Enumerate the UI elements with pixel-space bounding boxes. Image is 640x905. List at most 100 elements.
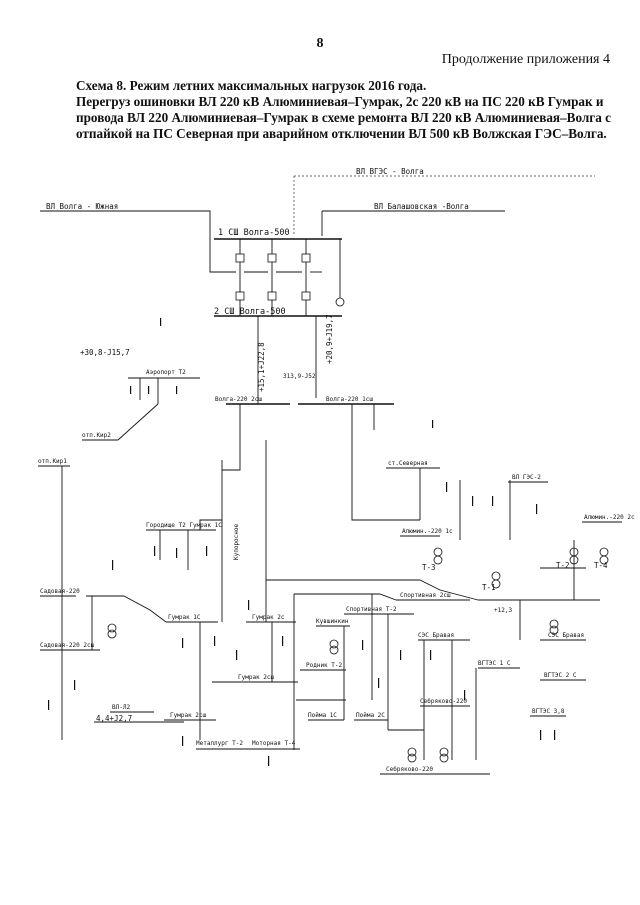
breaker-icon bbox=[301, 253, 311, 263]
sadovaya2-label: Садовая-220 2сш bbox=[40, 642, 95, 649]
t4-label: Т-4 bbox=[594, 561, 608, 570]
gumrak2c-label: Гумрак 2с bbox=[252, 614, 285, 621]
station-vl-l2: ВЛ-Л2 4,4+J2,7 bbox=[94, 704, 184, 723]
sportivnaya2-label: Спортивная 2сш bbox=[400, 592, 451, 599]
vgtes2-label: ВГТЭС 2 С bbox=[544, 672, 577, 679]
otp-kir2-label: отп.Кир2 bbox=[82, 432, 111, 439]
scheme-caption: Схема 8. Режим летних максимальных нагру… bbox=[76, 78, 616, 142]
transformer-icon bbox=[549, 619, 559, 629]
flow-at-label: 313,9-J52 bbox=[283, 373, 316, 380]
transformer-icon bbox=[491, 579, 501, 589]
alyum1c-label: Алюмин.-220 1с bbox=[402, 528, 453, 535]
vges2-label: ВЛ ГЭС-2 bbox=[512, 474, 541, 481]
vgtes1-label: ВГТЭС 1 С bbox=[478, 660, 511, 667]
line-volga-yuzhnaya-label: ВЛ Волга - Южная bbox=[46, 202, 118, 211]
gorodishche-label: Городище Т2 Гумрак 1С bbox=[146, 522, 222, 529]
page-number: 8 bbox=[316, 36, 324, 51]
kuporosnoe-label: Купоросное bbox=[233, 523, 240, 560]
transformer-icon bbox=[329, 645, 339, 655]
line-vges-volga-label: ВЛ ВГЭС - Волга bbox=[356, 167, 424, 176]
flow-at1-label: +15,1+J22,8 bbox=[257, 342, 266, 392]
t1-label: Т-1 bbox=[482, 583, 496, 592]
bus-1-label: 1 СШ Волга-500 bbox=[218, 228, 290, 238]
otp-kir1-label: отп.Кир1 bbox=[38, 458, 67, 465]
caption-title: Схема 8. Режим летних максимальных нагру… bbox=[76, 78, 427, 93]
gumrak-bus-label: Гумрак 2сш bbox=[238, 674, 275, 681]
station-alyuminievaya: Алюмин.-220 2с Алюмин.-220 1с Т-3 Т-1 Т-… bbox=[400, 514, 635, 640]
bus-volga220-2-label: Волга-220 2сш bbox=[215, 396, 262, 403]
station-gorodishche: Городище Т2 Гумрак 1С Купоросное bbox=[146, 522, 240, 570]
flow-sev-label: +12,3 bbox=[494, 607, 512, 614]
flow-gumrak-label: 4,4+J2,7 bbox=[96, 714, 132, 723]
rodnik-label: Родник Т-2 bbox=[306, 662, 343, 669]
station-severnaya: ст.Северная bbox=[386, 460, 511, 540]
breaker-icon bbox=[235, 291, 245, 301]
vl-l2-label: ВЛ-Л2 bbox=[112, 704, 130, 711]
sportivnaya-label: Спортивная Т-2 bbox=[346, 606, 397, 613]
reactor-icon bbox=[335, 297, 345, 307]
station-sadovaya: Садовая-220 Садовая-220 2сш bbox=[40, 588, 124, 740]
breaker-icon bbox=[267, 291, 277, 301]
station-ses-bravaya: СЭС Бравая СЭС Бравая bbox=[418, 619, 586, 641]
line-vges-volga: ВЛ ВГЭС - Волга bbox=[293, 167, 595, 236]
flow-west-label: +30,8-J15,7 bbox=[80, 348, 130, 357]
transformer-icon bbox=[407, 747, 417, 757]
severnaya-label: ст.Северная bbox=[388, 460, 428, 467]
bus-volga220-1-label: Волга-220 1сш bbox=[326, 396, 373, 403]
t3-label: Т-3 bbox=[422, 563, 436, 572]
breaker-icon bbox=[235, 253, 245, 263]
t2-label: Т-2 bbox=[556, 561, 570, 570]
station-sportivnaya: Спортивная Т-2 Спортивная 2сш Кувшинкин … bbox=[293, 592, 470, 750]
transformer-icon bbox=[433, 555, 443, 565]
breaker-icon bbox=[267, 253, 277, 263]
metallurg-label: Металлург Т-2 bbox=[196, 740, 243, 747]
appendix-label: Продолжение приложения 4 bbox=[441, 52, 610, 67]
line-volga-yuzhnaya: ВЛ Волга - Южная bbox=[40, 202, 236, 273]
breaker-icon bbox=[301, 291, 311, 301]
gumrak1c-label: Гумрак 1С bbox=[168, 614, 201, 621]
station-vgtes: ВГТЭС 1 С ВГТЭС 2 С ВГТЭС 3,8 bbox=[423, 640, 586, 760]
ses-bravaya-label: СЭС Бравая bbox=[548, 632, 584, 639]
interconnecting-lines: +12,3 bbox=[61, 403, 512, 731]
flow-at2-label: +20,9+J19,7 bbox=[325, 314, 334, 364]
transformer-icon bbox=[491, 571, 501, 581]
bus-2-label: 2 СШ Волга-500 bbox=[214, 307, 286, 317]
station-otp-kir2: отп.Кир2 bbox=[82, 432, 118, 441]
transformer-icon bbox=[329, 639, 339, 649]
transformer-icon bbox=[439, 747, 449, 757]
vgtes3-label: ВГТЭС 3,8 bbox=[532, 708, 565, 715]
kuvshinkin-label: Кувшинкин bbox=[316, 618, 349, 625]
transformer-icon bbox=[599, 555, 609, 565]
gumrak2-label: Гумрак 2сш bbox=[170, 712, 207, 719]
bus-volga-220: Волга-220 2сш Волга-220 1сш bbox=[215, 396, 394, 440]
transformer-icon bbox=[439, 753, 449, 763]
transformer-icon bbox=[549, 625, 559, 635]
line-balashovskaya-volga: ВЛ Балашовская -Волга bbox=[321, 202, 505, 236]
autotransformer-feeders: 2 СШ Волга-500 +15,1+J22,8 +20,9+J19,7 3… bbox=[80, 314, 334, 404]
transformer-icon bbox=[433, 547, 443, 557]
value-marks bbox=[48, 318, 556, 766]
bus-2-volga-500: 2 СШ Волга-500 bbox=[214, 307, 342, 317]
poyma2-label: Пойма 2С bbox=[356, 712, 385, 719]
station-aeroport: Аэропорт Т2 bbox=[128, 369, 200, 404]
station-vges: ВЛ ГЭС-2 bbox=[508, 474, 548, 483]
aeroport-label: Аэропорт Т2 bbox=[146, 369, 186, 376]
motornaya-label: Моторная Т-4 bbox=[252, 740, 296, 747]
breaker-bays bbox=[235, 239, 345, 316]
alyum2c-label: Алюмин.-220 2с bbox=[584, 514, 635, 521]
caption-description: Перегруз ошиновки ВЛ 220 кВ Алюминиевая–… bbox=[76, 94, 612, 141]
station-metallurg: Металлург Т-2 Моторная Т-4 bbox=[196, 740, 300, 750]
sebryakovo-bottom-label: Себряково-220 bbox=[386, 766, 433, 773]
line-balashovskaya-volga-label: ВЛ Балашовская -Волга bbox=[374, 202, 469, 211]
station-otp-kir1: отп.Кир1 bbox=[38, 458, 70, 520]
transformer-icon bbox=[107, 629, 117, 639]
sadovaya-label: Садовая-220 bbox=[40, 588, 80, 595]
transformer-icon bbox=[599, 547, 609, 557]
transformer-icon bbox=[107, 623, 117, 633]
power-grid-diagram: ВЛ ВГЭС - Волга ВЛ Волга - Южная ВЛ Бала… bbox=[38, 167, 635, 775]
transformer-icon bbox=[407, 753, 417, 763]
poyma1-label: Пойма 1С bbox=[308, 712, 337, 719]
zero-label: СЭС Бравая bbox=[418, 632, 454, 639]
station-sebryakovo: Себряково-220 Себряково-220 bbox=[380, 698, 490, 775]
sebryakovo-label: Себряково-220 bbox=[420, 698, 467, 705]
